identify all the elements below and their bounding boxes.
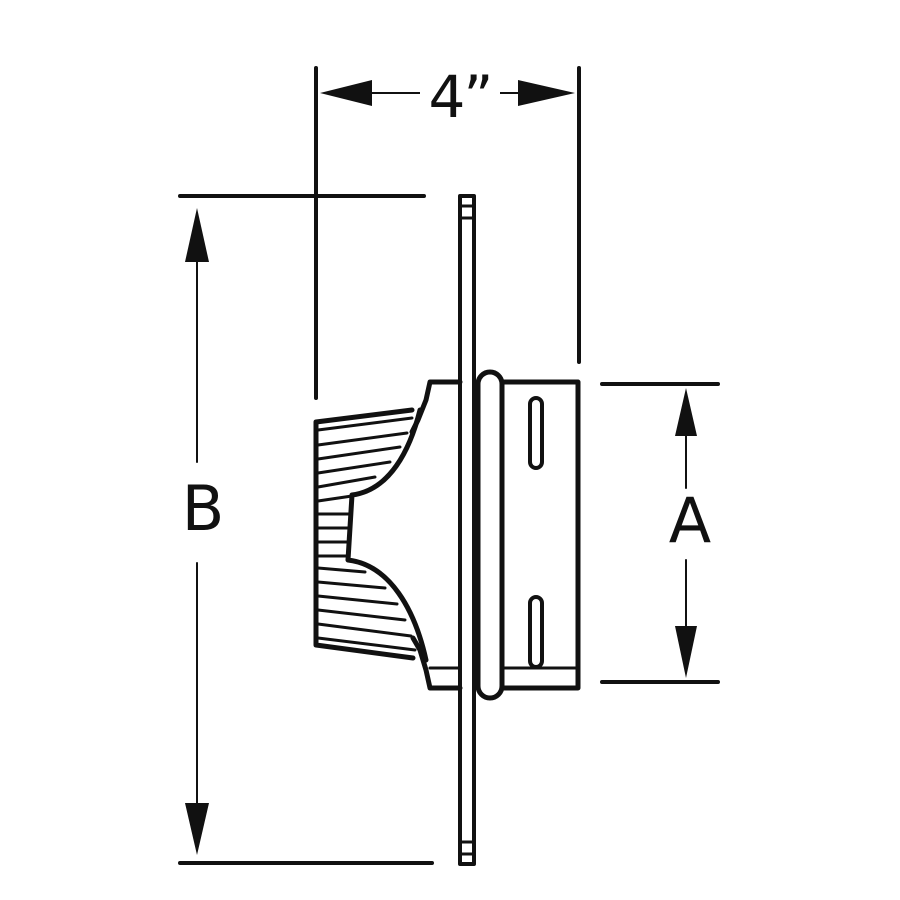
collar-slot-lower: [528, 595, 544, 669]
dimension-b: [178, 194, 434, 865]
collar-bead: [475, 369, 505, 701]
wall-flange-plate: [458, 194, 476, 866]
louvered-hood: [313, 379, 463, 691]
arrowhead-down-icon: [185, 803, 209, 855]
dimension-label-b: B: [178, 478, 228, 540]
arrowhead-up-icon: [185, 208, 209, 262]
arrowhead-down-icon: [675, 626, 697, 678]
arrowhead-right-icon: [518, 80, 575, 106]
collar-slot-upper: [528, 396, 544, 470]
dimension-4in: [314, 66, 581, 400]
pipe-collar: [499, 379, 581, 691]
dimension-a: [600, 382, 720, 684]
dimension-label-a: A: [664, 490, 716, 552]
dimension-label-depth: 4”: [420, 68, 500, 126]
arrowhead-up-icon: [675, 388, 697, 436]
arrowhead-left-icon: [320, 80, 372, 106]
